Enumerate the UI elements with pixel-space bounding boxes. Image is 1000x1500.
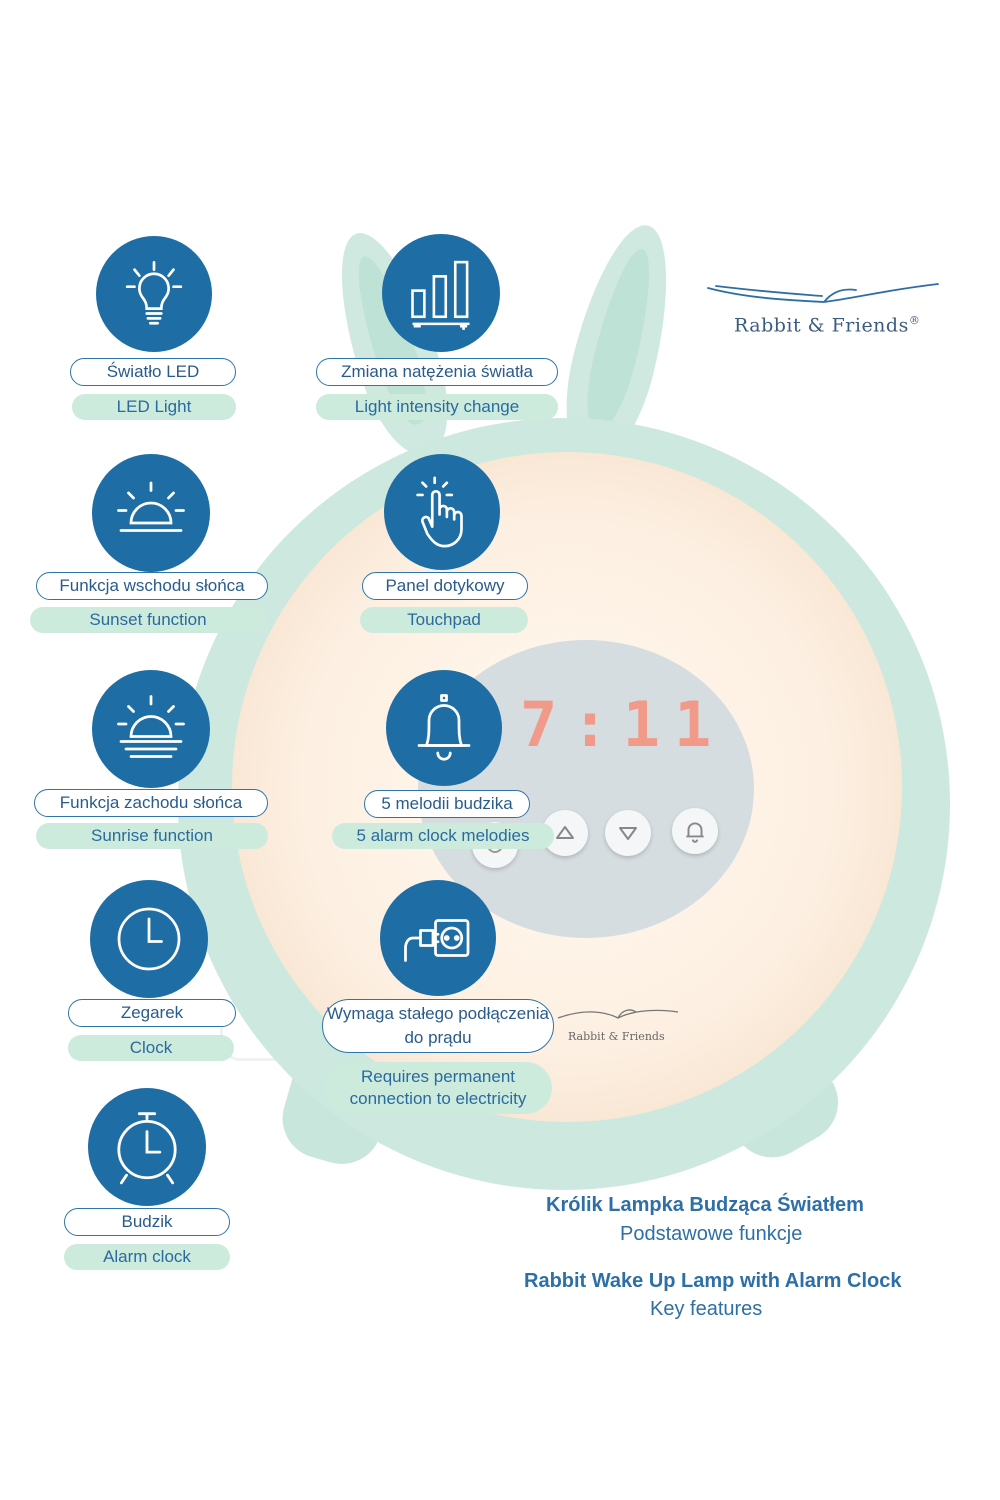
bell-outline-icon <box>686 822 704 843</box>
registered-mark: ® <box>908 314 921 327</box>
feature-label-pl: Budzik <box>64 1208 230 1236</box>
intensity-bars-icon <box>382 234 500 352</box>
triangle-down-icon <box>619 827 637 840</box>
touch-button-alarm[interactable] <box>672 808 718 854</box>
feature-label-en: 5 alarm clock melodies <box>332 823 554 849</box>
clock-digits: 7:11 <box>520 688 726 761</box>
feature-label-en: Touchpad <box>360 607 528 633</box>
feature-label-pl: Funkcja zachodu słońca <box>34 789 268 817</box>
brand-logo: Rabbit & Friends® <box>706 278 942 336</box>
caption-title-pl: Królik Lampka Budząca Światłem <box>546 1194 864 1216</box>
feature-label-en: Sunset function <box>30 607 266 633</box>
bell-icon <box>386 670 502 786</box>
feature-label-pl: 5 melodii budzika <box>364 790 530 818</box>
feature-label-en: Sunrise function <box>36 823 268 849</box>
sunset-icon <box>92 670 210 788</box>
wings-logo-icon <box>707 283 939 303</box>
wings-logo-icon <box>557 1009 679 1019</box>
feature-label-pl: Funkcja wschodu słońca <box>36 572 268 600</box>
feature-label-en: Light intensity change <box>316 394 558 420</box>
feature-label-pl: Światło LED <box>70 358 236 386</box>
feature-label-en: Clock <box>68 1035 234 1061</box>
feature-label-en: Requires permanent connection to electri… <box>324 1062 552 1114</box>
feature-label-pl: Zegarek <box>68 999 236 1027</box>
caption-subtitle-pl: Podstawowe funkcje <box>620 1223 803 1245</box>
clock-icon <box>90 880 208 998</box>
feature-label-pl: Panel dotykowy <box>362 572 528 600</box>
feature-label-pl: Zmiana natężenia światła <box>316 358 558 386</box>
triangle-up-icon <box>556 826 574 839</box>
sunrise-icon <box>92 454 210 572</box>
feature-label-en: Alarm clock <box>64 1244 230 1270</box>
caption-title-en: Rabbit Wake Up Lamp with Alarm Clock <box>524 1270 902 1292</box>
touch-button-down[interactable] <box>605 810 651 856</box>
caption-subtitle-en: Key features <box>650 1298 763 1320</box>
device-logo: Rabbit & Friends <box>556 1004 680 1043</box>
light-bulb-icon <box>96 236 212 352</box>
alarm-clock-icon <box>88 1088 206 1206</box>
feature-label-en: LED Light <box>72 394 236 420</box>
touch-hand-icon <box>384 454 500 570</box>
feature-label-pl: Wymaga stałego podłączenia do prądu <box>322 999 554 1053</box>
power-socket-icon <box>380 880 496 996</box>
brand-name: Rabbit & Friends <box>734 314 909 337</box>
